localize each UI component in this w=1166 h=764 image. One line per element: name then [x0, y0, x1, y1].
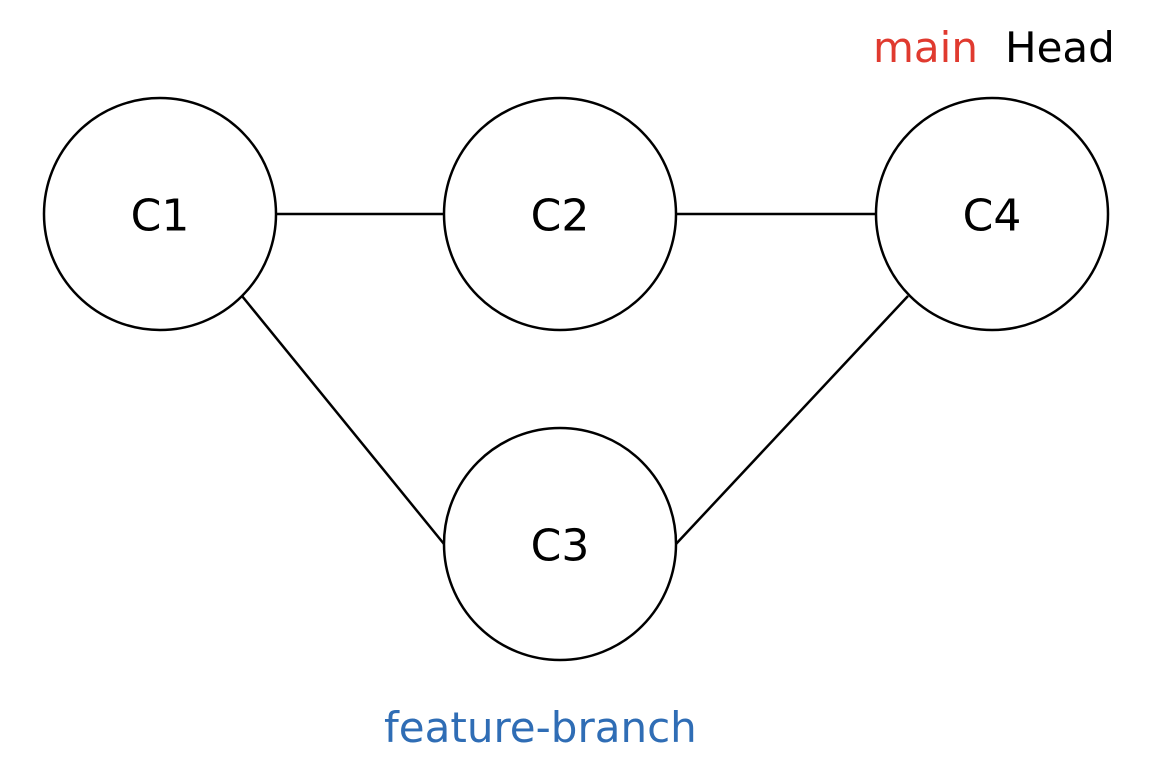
commit-node-c4: C4	[874, 96, 1110, 332]
commit-node-c1: C1	[42, 96, 278, 332]
edge-c3-c4	[675, 295, 909, 545]
head-pointer-label: Head	[1005, 23, 1115, 72]
feature-branch-label: feature-branch	[384, 703, 697, 752]
commit-label-c2: C2	[531, 191, 590, 242]
commit-node-c2: C2	[442, 96, 678, 332]
commit-node-c3: C3	[442, 426, 678, 662]
commit-label-c4: C4	[963, 191, 1022, 242]
commit-label-c1: C1	[131, 191, 190, 242]
edge-c1-c3	[241, 295, 445, 545]
commit-label-c3: C3	[531, 521, 590, 572]
main-branch-label: main	[873, 23, 978, 72]
